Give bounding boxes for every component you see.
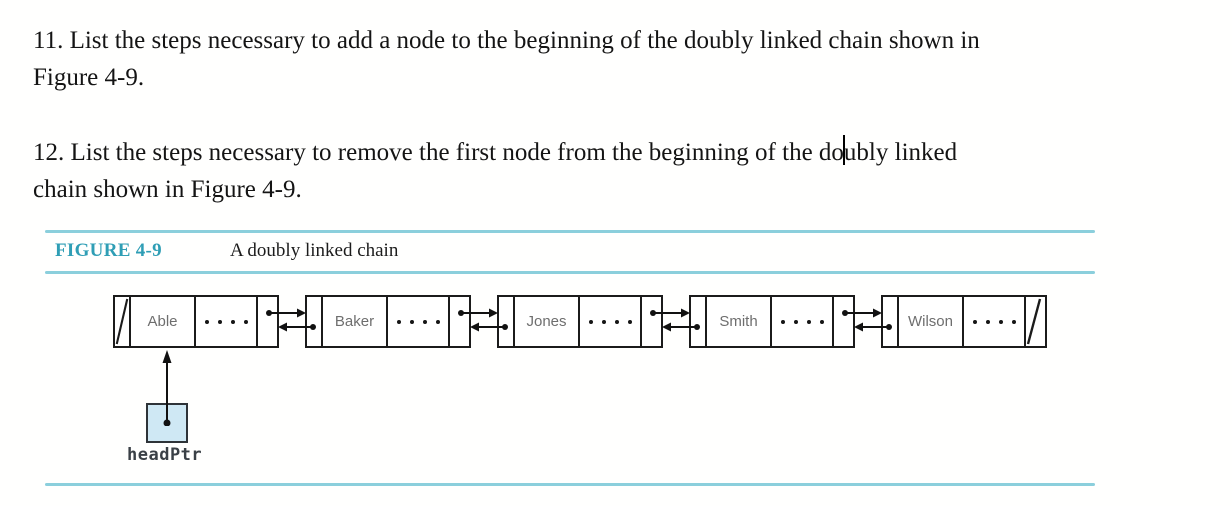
problem-12-line2: chain shown in Figure 4-9.	[33, 176, 302, 203]
prev-pointer-cell	[691, 297, 707, 346]
prev-pointer-cell	[307, 297, 323, 346]
node-smith: Smith	[689, 295, 855, 348]
link-arrows-smith-wilson	[842, 308, 892, 332]
prev-pointer-cell	[115, 297, 131, 346]
next-pointer-cell	[1026, 297, 1042, 346]
node-fields-dots	[772, 297, 834, 346]
problem-12-line1: 12. List the steps necessary to remove t…	[33, 134, 957, 171]
node-fields-dots	[196, 297, 258, 346]
node-able: Able	[113, 295, 279, 348]
problem-12-line1-after-caret: ubly linked	[843, 139, 958, 166]
null-pointer-slash-icon	[1026, 298, 1042, 345]
node-baker: Baker	[305, 295, 471, 348]
problem-12-line1-before-caret: 12. List the steps necessary to remove t…	[33, 139, 844, 166]
text-cursor	[842, 135, 845, 165]
figure-rule-bottom	[45, 483, 1095, 486]
node-fields-dots	[388, 297, 450, 346]
node-data-cell: Smith	[707, 297, 772, 346]
node-data-cell: Wilson	[899, 297, 964, 346]
figure-rule-middle	[45, 271, 1095, 274]
link-arrows-jones-smith	[650, 308, 700, 332]
problem-11-text[interactable]: 11. List the steps necessary to add a no…	[33, 22, 980, 96]
link-arrows-able-baker	[266, 308, 316, 332]
null-pointer-slash-icon	[115, 298, 129, 345]
node-jones: Jones	[497, 295, 663, 348]
node-data-cell: Baker	[323, 297, 388, 346]
problem-11-line1: 11. List the steps necessary to add a no…	[33, 27, 980, 54]
head-pointer-arrow-icon	[162, 350, 172, 426]
problem-12-text[interactable]: 12. List the steps necessary to remove t…	[33, 134, 957, 208]
figure-caption: A doubly linked chain	[230, 240, 399, 261]
figure-label: FIGURE 4-9	[55, 240, 162, 261]
figure-rule-top	[45, 230, 1095, 233]
node-fields-dots	[964, 297, 1026, 346]
head-pointer-label: headPtr	[127, 445, 203, 465]
problem-11-line2: Figure 4-9.	[33, 64, 145, 91]
prev-pointer-cell	[883, 297, 899, 346]
node-data-cell: Able	[131, 297, 196, 346]
node-wilson: Wilson	[881, 295, 1047, 348]
node-data-cell: Jones	[515, 297, 580, 346]
link-arrows-baker-jones	[458, 308, 508, 332]
prev-pointer-cell	[499, 297, 515, 346]
node-fields-dots	[580, 297, 642, 346]
